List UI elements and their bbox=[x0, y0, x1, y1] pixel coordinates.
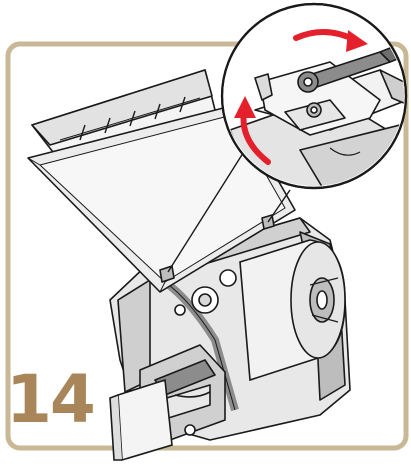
step-frame bbox=[5, 41, 409, 451]
wrench-icon bbox=[297, 39, 404, 93]
media-roll bbox=[239, 239, 346, 382]
latch-screw-icon bbox=[306, 102, 322, 118]
rotation-arrow-icon bbox=[293, 29, 368, 52]
step-number: 14 bbox=[6, 361, 96, 438]
rotation-arrow-icon bbox=[234, 96, 271, 165]
callout-leader-lines bbox=[167, 149, 291, 273]
printer-lid bbox=[27, 69, 296, 293]
media-strip bbox=[109, 378, 173, 462]
